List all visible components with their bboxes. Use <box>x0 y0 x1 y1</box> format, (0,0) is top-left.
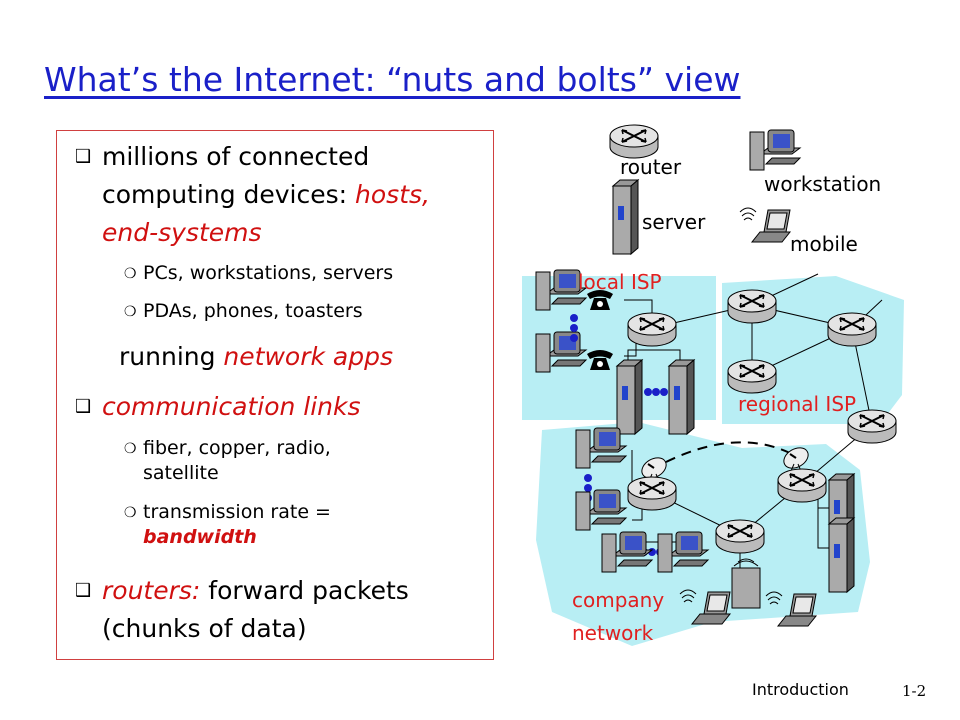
bullet-2-sub-1-line-2: satellite <box>143 462 219 484</box>
square-bullet-icon: ❑ <box>75 146 92 167</box>
routers-term: routers: <box>102 576 209 605</box>
router-icon <box>777 468 827 503</box>
circle-bullet-icon: ❍ <box>124 304 137 320</box>
satellite-link <box>665 441 797 463</box>
server-icon <box>616 359 643 435</box>
router-icon <box>627 312 677 347</box>
forward-packets-text: forward packets <box>208 576 409 605</box>
slide-title: What’s the Internet: “nuts and bolts” vi… <box>44 60 741 99</box>
bullet-1-line-2: computing devices: hosts, <box>102 180 430 209</box>
workstation-icon <box>575 427 627 469</box>
wireless-waves-icon <box>733 558 759 567</box>
workstation-icon <box>535 331 587 373</box>
workstation-icon <box>601 531 653 573</box>
server-icon <box>828 517 855 593</box>
bullet-1-line-1: millions of connected <box>102 142 370 171</box>
circle-bullet-icon: ❍ <box>124 441 137 457</box>
router-icon <box>627 476 677 511</box>
local-isp-label: local ISP <box>578 270 662 294</box>
bullet-box <box>56 130 494 660</box>
hosts-term: hosts, <box>355 180 430 209</box>
router-icon <box>609 124 659 159</box>
server-icon <box>668 359 695 435</box>
legend-mobile-label: mobile <box>790 232 858 256</box>
square-bullet-icon: ❑ <box>75 396 92 417</box>
network-apps-term: network apps <box>223 342 393 371</box>
workstation-icon <box>657 531 709 573</box>
company-network-label-line-1: company <box>572 588 665 612</box>
page-number: 1-2 <box>902 682 927 700</box>
bullet-2-sub-1-line-1: fiber, copper, radio, <box>143 437 331 459</box>
router-icon <box>727 289 777 324</box>
workstation-icon <box>749 129 801 171</box>
communication-links-term: communication links <box>102 392 361 421</box>
bullet-1-tail: running network apps <box>119 342 393 371</box>
square-bullet-icon: ❑ <box>75 580 92 601</box>
running-text: running <box>119 342 224 371</box>
router-icon <box>727 359 777 394</box>
end-systems-term: end-systems <box>102 218 262 247</box>
legend-workstation-label: workstation <box>764 172 882 196</box>
circle-bullet-icon: ❍ <box>124 266 137 282</box>
server-icon <box>612 179 639 255</box>
bullet-3-line-1: routers: forward packets <box>102 576 409 605</box>
legend-server-label: server <box>642 210 706 234</box>
bullet-2-sub-2-line-1: transmission rate = <box>143 501 331 523</box>
bullet-3-line-2: (chunks of data) <box>102 614 307 643</box>
footer-section-label: Introduction <box>752 680 849 699</box>
circle-bullet-icon: ❍ <box>124 505 137 521</box>
legend-router-label: router <box>620 155 682 179</box>
workstation-icon <box>575 489 627 531</box>
router-icon <box>715 519 765 554</box>
bullet-1-sub-2: PDAs, phones, toasters <box>143 300 363 322</box>
base-station-icon <box>731 567 761 609</box>
regional-isp-label: regional ISP <box>738 392 857 416</box>
laptop-icon <box>739 207 791 243</box>
bandwidth-term: bandwidth <box>143 526 257 548</box>
bullet-1-text: computing devices: <box>102 180 356 209</box>
bullet-1-sub-1: PCs, workstations, servers <box>143 262 394 284</box>
local-isp-region <box>522 276 716 420</box>
router-icon <box>827 312 877 347</box>
company-network-label-line-2: network <box>572 621 654 645</box>
